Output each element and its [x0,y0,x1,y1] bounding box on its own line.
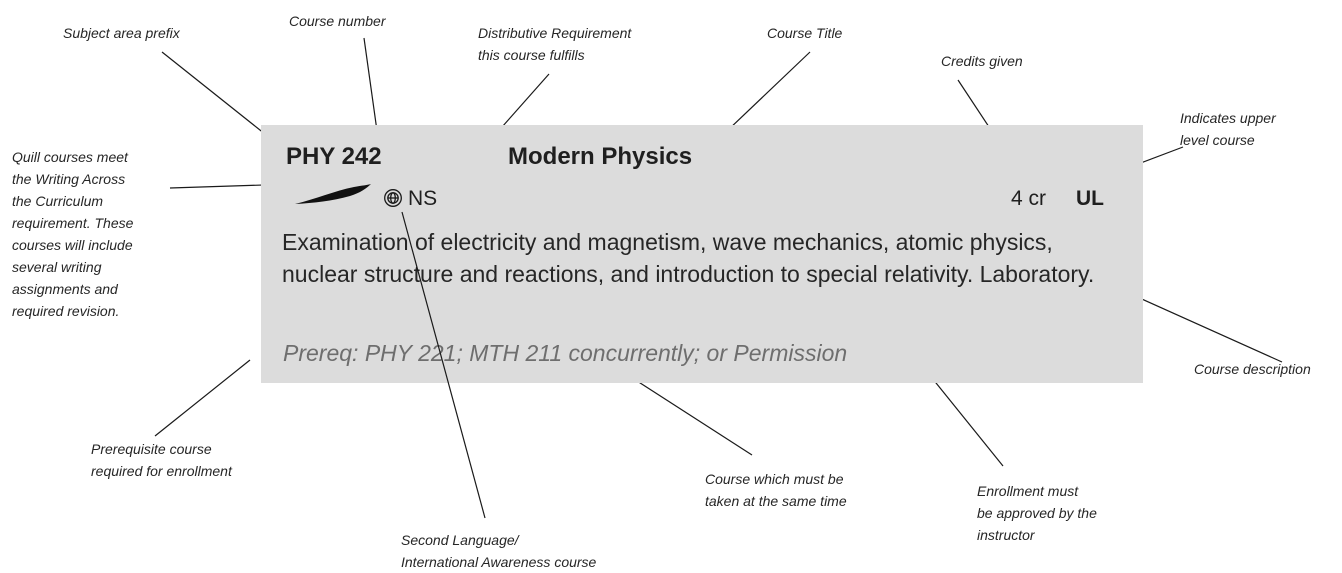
annotation-subject-prefix: Subject area prefix [63,25,180,41]
annotation-course-title: Course Title [767,25,843,41]
annotation-course-description: Course description [1194,361,1311,377]
upper-level-badge: UL [1076,187,1104,210]
annotation-credits: Credits given [941,53,1023,69]
line-course-title [726,51,811,132]
prerequisite-line: Prereq: PHY 221; MTH 211 concurrently; o… [283,340,848,366]
course-listing-card [261,125,1143,383]
course-title: Modern Physics [508,143,693,170]
line-permission [927,372,1004,467]
annotation-second-language: Second Language/International Awareness … [401,532,597,570]
credits: 4 cr [1011,187,1047,210]
line-second-language [401,211,486,519]
line-course-number [363,37,379,139]
course-code: PHY 242 [286,143,382,170]
globe-icon [384,189,402,207]
course-description: Examination of electricity and magnetism… [282,229,1095,287]
line-subject-prefix [161,51,271,139]
annotation-course-number: Course number [289,13,386,29]
line-prerequisite [154,359,251,437]
line-concurrent [619,369,753,456]
quill-icon [295,184,371,204]
distributive-requirement: NS [408,187,438,210]
